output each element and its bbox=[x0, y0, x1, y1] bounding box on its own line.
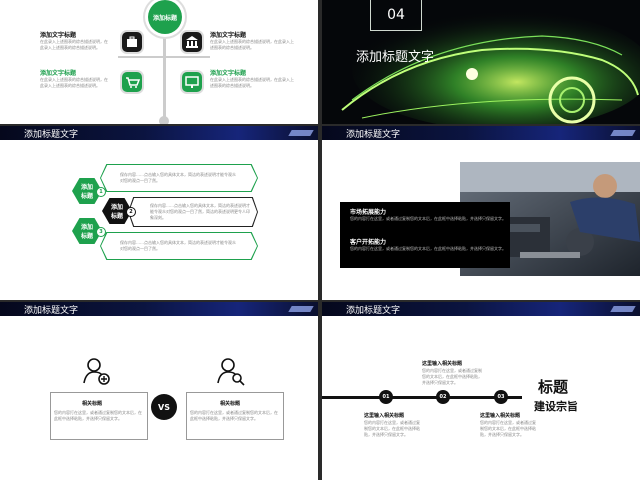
step-1-title: 这里输入相关标题 bbox=[364, 413, 405, 419]
section-number: 04 bbox=[387, 7, 405, 23]
block-1-title: 市场拓展能力 bbox=[350, 209, 387, 216]
header-title: 添加标题文字 bbox=[24, 306, 79, 316]
slide-3[interactable]: 添加标题文字 保存内容……点击输入您的具体文本，简洁的表述说明才能令观众对您的观… bbox=[0, 126, 318, 300]
hex-number-1: 1 bbox=[96, 187, 106, 197]
mechanic-photo bbox=[460, 162, 640, 276]
header-title: 添加标题文字 bbox=[346, 306, 401, 316]
number-box: 04 bbox=[370, 0, 422, 31]
info-panel bbox=[340, 202, 510, 268]
header-stripe bbox=[610, 130, 636, 136]
branch-line bbox=[118, 56, 210, 58]
left-card-text: 您的内容打在这里，或者通过复制您的文本后，在此框中选择粘贴，并选择只保留文字。 bbox=[54, 410, 142, 421]
slide-header: 添加标题文字 bbox=[0, 126, 318, 140]
main-title: 标题 bbox=[538, 378, 569, 396]
step-3-circle: 03 bbox=[494, 390, 508, 404]
center-title: 添加标题 bbox=[152, 14, 177, 22]
item-1-text: 在此录入上述图表的综合描述说明，在此录入上述图表的综合描述说明。 bbox=[40, 39, 108, 50]
block-1-text: 您的内容打在这里，或者通过复制您的文本后，在此框中选择粘贴，并选择只保留文字。 bbox=[350, 216, 506, 221]
left-card-title: 相关标题 bbox=[82, 401, 103, 407]
center-stem bbox=[163, 20, 166, 124]
header-stripe bbox=[288, 130, 314, 136]
slide-header: 添加标题文字 bbox=[322, 302, 640, 316]
right-card bbox=[186, 392, 284, 440]
user-add-icon bbox=[83, 358, 110, 385]
block-2-title: 客户开拓能力 bbox=[350, 239, 387, 246]
monitor-icon bbox=[182, 72, 202, 92]
slide-header: 添加标题文字 bbox=[0, 302, 318, 316]
slide-4[interactable]: 添加标题文字 市场拓展能力 您的内容打在这里，或者通过复制您的文本后，在此框中选… bbox=[322, 126, 640, 300]
bank-icon bbox=[182, 32, 202, 52]
center-stem-ball bbox=[159, 116, 169, 124]
item-1-title: 添加文字标题 bbox=[40, 32, 77, 39]
timeline-line bbox=[322, 396, 522, 399]
briefcase-icon bbox=[122, 32, 142, 52]
text-box-2 bbox=[128, 197, 258, 227]
right-card-title: 相关标题 bbox=[220, 401, 241, 407]
slide-5[interactable]: 添加标题文字 相关标题 您的内容打在这里，或者通过复制您的文本后，在此框中选择粘… bbox=[0, 302, 318, 480]
step-3-title: 这里输入相关标题 bbox=[480, 413, 521, 419]
car-image bbox=[322, 0, 640, 124]
text-box-1-text: 保存内容……点击输入您的具体文本，简洁的表述说明才能令观众对您的观点一目了然。 bbox=[120, 172, 236, 183]
vs-badge: VS bbox=[151, 394, 177, 420]
vs-label: VS bbox=[158, 402, 170, 412]
item-3-title: 添加文字标题 bbox=[40, 70, 77, 77]
text-box-1 bbox=[100, 164, 258, 192]
slide-2[interactable]: 04 添加标题文字 bbox=[322, 0, 640, 124]
step-2-text: 您的内容打在这里，或者通过复制您的文本后，在此框中选择粘贴，并选择只保留文字。 bbox=[422, 368, 482, 385]
right-card-text: 您的内容打在这里，或者通过复制您的文本后，在此框中选择粘贴，并选择只保留文字。 bbox=[190, 410, 278, 421]
slide-1[interactable]: 添加标题 添加文字标题 在此录入上述图表的综合描述说明，在此录入上述图表的综合描… bbox=[0, 0, 318, 124]
text-box-3-text: 保存内容……点击输入您的具体文本，简洁的表述说明才能令观众对您的观点一目了然。 bbox=[120, 240, 236, 251]
item-2-text: 在此录入上述图表的综合描述说明，在此录入上述图表的综合描述说明。 bbox=[210, 39, 294, 50]
step-2-circle: 02 bbox=[436, 390, 450, 404]
cart-icon bbox=[122, 72, 142, 92]
header-title: 添加标题文字 bbox=[346, 130, 401, 140]
center-title-circle: 添加标题 bbox=[148, 0, 182, 34]
hex-number-3: 3 bbox=[96, 227, 106, 237]
header-stripe bbox=[288, 306, 314, 312]
section-title: 添加标题文字 bbox=[356, 50, 435, 65]
item-4-text: 在此录入上述图表的综合描述说明，在此录入上述图表的综合描述说明。 bbox=[210, 77, 294, 88]
step-2-title: 这里输入相关标题 bbox=[422, 361, 463, 367]
user-search-icon bbox=[217, 358, 245, 386]
step-3-text: 您的内容打在这里，或者通过复制您的文本后，在此框中选择粘贴，并选择只保留文字。 bbox=[480, 420, 536, 437]
item-4-title: 添加文字标题 bbox=[210, 70, 247, 77]
text-box-2-text: 保存内容……点击输入您的具体文本，简洁的表述说明才能令观众对您的观点一目了然，简… bbox=[150, 203, 250, 220]
text-box-3 bbox=[100, 232, 258, 260]
main-subtitle: 建设宗旨 bbox=[534, 400, 578, 413]
item-2-title: 添加文字标题 bbox=[210, 32, 247, 39]
block-2-text: 您的内容打在这里，或者通过复制您的文本后，在此框中选择粘贴，并选择只保留文字。 bbox=[350, 246, 506, 251]
step-1-text: 您的内容打在这里，或者通过复制您的文本后，在此框中选择粘贴，并选择只保留文字。 bbox=[364, 420, 420, 437]
hex-number-2: 2 bbox=[126, 207, 136, 217]
slide-header: 添加标题文字 bbox=[322, 126, 640, 140]
step-1-circle: 01 bbox=[379, 390, 393, 404]
header-stripe bbox=[610, 306, 636, 312]
item-3-text: 在此录入上述图表的综合描述说明，在此录入上述图表的综合描述说明。 bbox=[40, 77, 108, 88]
header-title: 添加标题文字 bbox=[24, 130, 79, 140]
slide-6[interactable]: 添加标题文字 01 02 03 这里输入相关标题 您的内容打在这里，或者通过复制… bbox=[322, 302, 640, 480]
left-card bbox=[50, 392, 148, 440]
